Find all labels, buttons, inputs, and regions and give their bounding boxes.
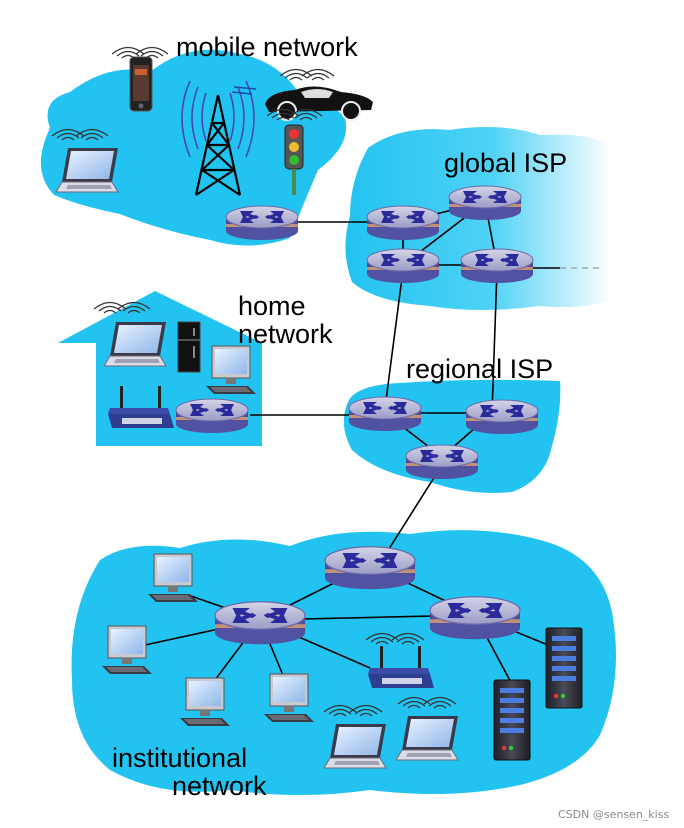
global-isp-label: global ISP <box>444 148 567 178</box>
desktop-pc-icon <box>205 345 257 395</box>
desktop-pc-icon <box>263 673 315 723</box>
router-icon <box>366 205 440 241</box>
watermark: CSDN @sensen_kiss <box>558 808 669 821</box>
router-icon <box>405 444 479 480</box>
wifi-signal-icon <box>301 68 335 81</box>
server-icon <box>493 679 531 761</box>
wifi-signal-icon <box>135 46 169 59</box>
router-icon <box>214 601 306 645</box>
institutional-network-label-line1: institutional <box>112 743 247 773</box>
cell-tower-icon <box>181 80 257 196</box>
desktop-pc-icon <box>179 677 231 727</box>
router-icon <box>225 205 299 241</box>
router-icon <box>348 396 422 432</box>
router-icon <box>460 248 534 284</box>
desktop-pc-icon <box>101 625 153 675</box>
home-network-label-line1: home <box>238 291 306 321</box>
desktop-pc-icon <box>147 553 199 603</box>
router-icon <box>324 546 416 590</box>
server-icon <box>545 627 583 709</box>
router-icon <box>448 185 522 221</box>
router-icon <box>175 398 249 434</box>
home-network-label-line2: network <box>238 319 333 349</box>
router-icon <box>366 248 440 284</box>
router-icon <box>429 596 521 640</box>
mobile-network-label: mobile network <box>176 32 358 62</box>
institutional-network-label-line2: network <box>172 771 267 801</box>
regional-isp-label: regional ISP <box>406 354 553 384</box>
car-icon <box>265 86 373 121</box>
refrigerator-icon <box>177 321 201 373</box>
smartphone-icon <box>129 56 153 112</box>
wifi-signal-icon <box>111 46 145 59</box>
router-icon <box>465 399 539 435</box>
traffic-light-icon <box>284 124 304 195</box>
